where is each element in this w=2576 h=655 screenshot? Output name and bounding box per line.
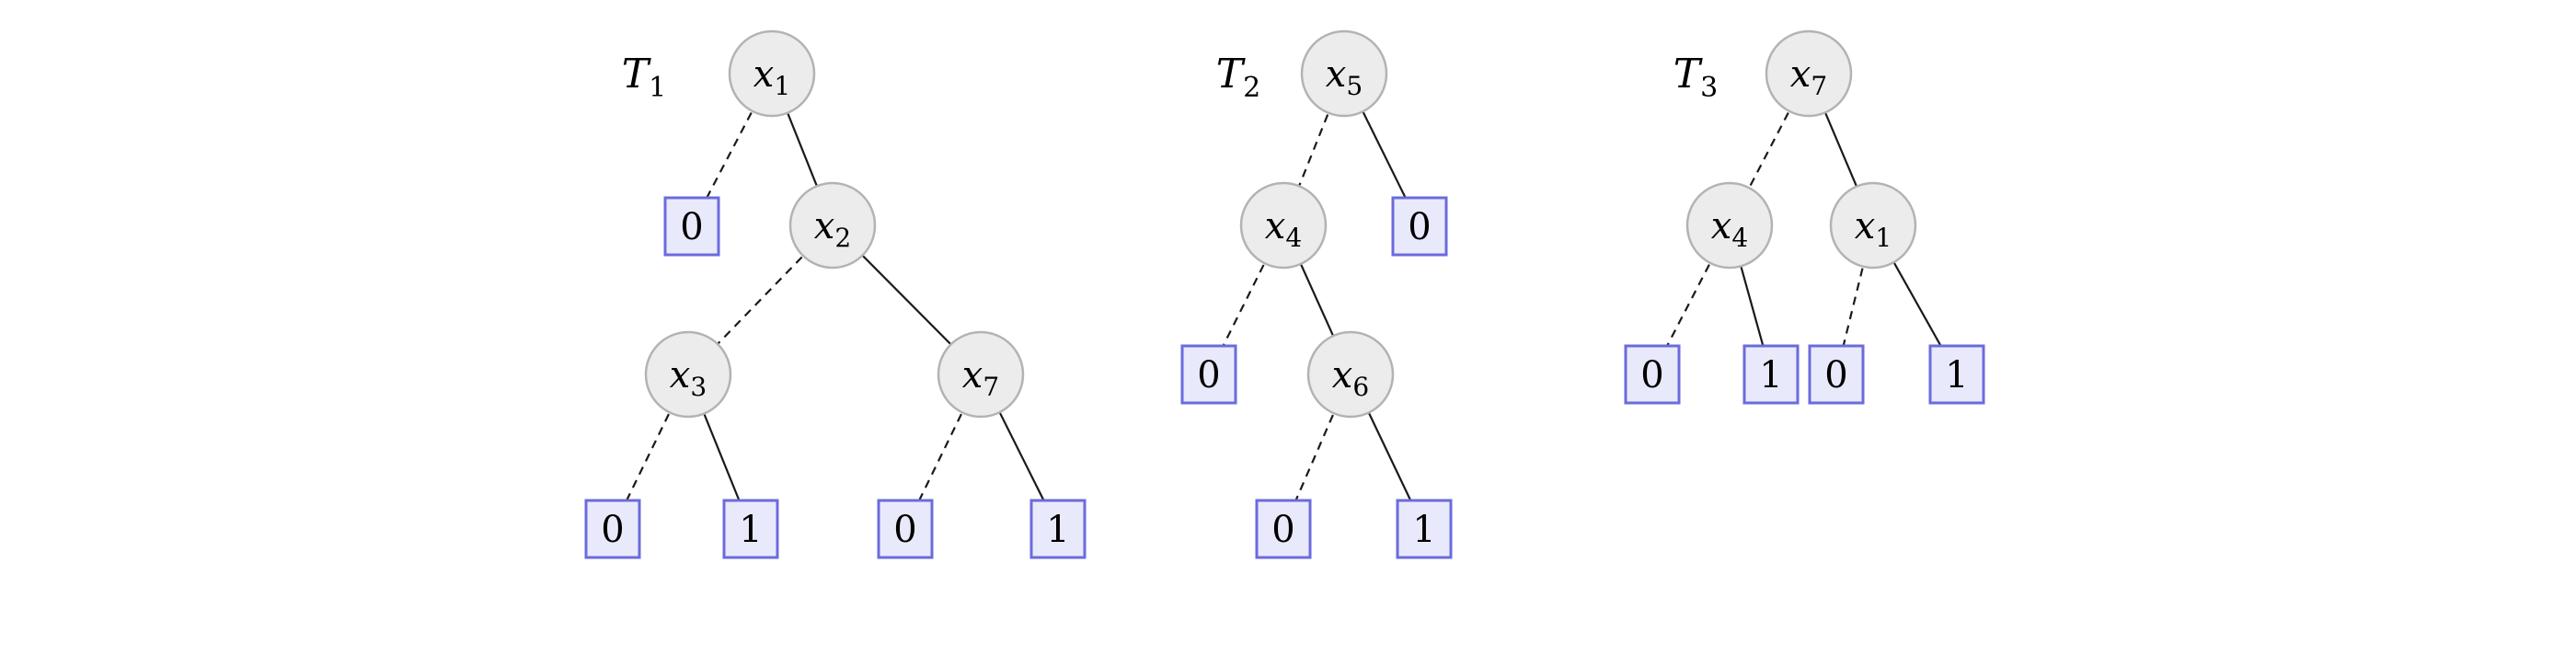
variable-subscript-text: 3: [690, 372, 707, 402]
variable-subscript-text: 4: [1285, 223, 1302, 253]
tree-label: T3: [1673, 51, 1718, 104]
leaf-terminal-value: 1: [1945, 354, 1968, 396]
decision-node-circle: [644, 330, 732, 419]
leaf-terminal-value: 0: [893, 509, 916, 551]
decision-node-circle: [937, 330, 1025, 419]
leaf-terminal-value: 0: [601, 509, 624, 551]
variable-base-text: x: [1332, 354, 1353, 396]
variable-base-text: x: [962, 354, 983, 396]
variable-base-text: x: [1326, 53, 1347, 96]
tree-label-subscript-text: 3: [1700, 72, 1718, 104]
variable-subscript-text: 1: [1875, 223, 1892, 253]
tree-label-base-text: T: [1216, 51, 1247, 98]
tree-label-subscript-text: 1: [649, 72, 666, 104]
variable-base-text: x: [1711, 205, 1732, 247]
leaf-terminal-box: [1029, 499, 1087, 559]
variable-base-text: x: [753, 53, 775, 96]
leaf-terminal-value: 1: [1759, 354, 1782, 396]
variable-subscript-text: 4: [1731, 223, 1748, 253]
variable-subscript-text: 7: [983, 372, 999, 402]
leaf-terminal-box: [1928, 344, 1985, 405]
tree-label-base-text: T: [622, 51, 652, 98]
leaf-terminal-box: [1396, 499, 1453, 559]
variable-subscript-text: 5: [1346, 71, 1363, 101]
tree-label-subscript-text: 2: [1243, 72, 1260, 104]
decision-node-circle: [1300, 29, 1388, 118]
decision-node-label: x4: [1265, 205, 1302, 253]
decision-node-label: x3: [670, 354, 707, 402]
variable-base-text: x: [814, 205, 835, 247]
leaf-terminal-box: [1255, 499, 1312, 559]
decision-node-label: x1: [1855, 205, 1892, 253]
variable-subscript-text: 1: [774, 71, 790, 101]
leaf-terminal-box: [584, 499, 641, 559]
variable-subscript-text: 6: [1352, 372, 1369, 402]
decision-node-circle: [788, 181, 877, 270]
decision-node-circle: [1765, 29, 1853, 118]
decision-node-circle: [728, 29, 816, 118]
leaf-terminal-box: [722, 499, 779, 559]
leaf-terminal-value: 0: [1197, 354, 1220, 396]
decision-node-label: x6: [1332, 354, 1369, 402]
tree-label: T1: [622, 51, 666, 104]
variable-base-text: x: [1790, 53, 1811, 96]
variable-base-text: x: [670, 354, 691, 396]
leaf-terminal-box: [1742, 344, 1800, 405]
leaf-terminal-value: 1: [739, 509, 762, 551]
decision-node-circle: [1306, 330, 1395, 419]
decision-node-circle: [1685, 181, 1774, 270]
leaf-terminal-value: 0: [1271, 509, 1294, 551]
leaf-terminal-value: 1: [1412, 509, 1435, 551]
leaf-terminal-box: [1624, 344, 1681, 405]
decision-node-label: x2: [814, 205, 851, 253]
tree-label: T2: [1216, 51, 1260, 104]
decision-node-label: x4: [1711, 205, 1748, 253]
variable-base-text: x: [1855, 205, 1876, 247]
decision-node-circle: [1239, 181, 1328, 270]
tree-label-base-text: T: [1673, 51, 1704, 98]
decision-node-label: x5: [1326, 53, 1363, 101]
leaf-terminal-value: 0: [1640, 354, 1663, 396]
decision-node-label: x1: [753, 53, 790, 101]
leaf-terminal-box: [1391, 196, 1448, 257]
variable-subscript-text: 7: [1811, 71, 1827, 101]
leaf-terminal-value: 1: [1046, 509, 1069, 551]
variable-subscript-text: 2: [834, 223, 851, 253]
leaf-terminal-value: 0: [1824, 354, 1847, 396]
decision-node-circle: [1829, 181, 1917, 270]
leaf-terminal-value: 0: [1408, 206, 1431, 248]
decision-node-label: x7: [1790, 53, 1827, 101]
decision-node-label: x7: [962, 354, 999, 402]
leaf-terminal-value: 0: [680, 206, 703, 248]
leaf-terminal-box: [1180, 344, 1237, 405]
leaf-terminal-box: [1808, 344, 1865, 405]
variable-base-text: x: [1265, 205, 1286, 247]
leaf-terminal-box: [877, 499, 934, 559]
leaf-terminal-box: [663, 196, 720, 257]
low-branch-edge: [1834, 224, 1875, 375]
